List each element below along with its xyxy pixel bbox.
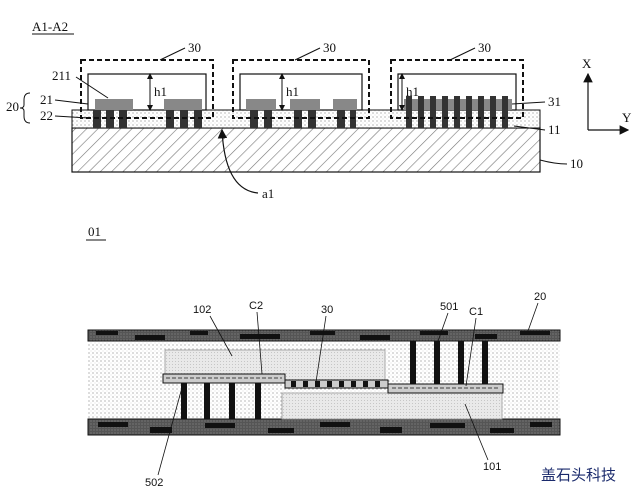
label-102: 102 (193, 304, 211, 316)
top-figure: A1-A2 h1 30 (6, 19, 632, 201)
module-3-dashed-outline (390, 59, 524, 119)
module-3: h1 30 (390, 40, 524, 128)
carrier-c2 (162, 373, 286, 384)
board-layer-bottom (87, 418, 561, 436)
label-10: 10 (570, 156, 583, 171)
bottom-figure: 01 (86, 224, 561, 489)
label-20: 20 (6, 99, 19, 114)
axis-indicator: X Y (582, 56, 632, 135)
axis-y-label: Y (622, 110, 632, 125)
label-20-bottom: 20 (534, 291, 546, 303)
component-101 (281, 392, 503, 420)
substrate-10 (71, 127, 541, 173)
module-2: h1 30 (232, 40, 370, 128)
section-label-a1a2: A1-A2 (32, 19, 68, 34)
label-a1: a1 (262, 186, 274, 201)
module-1-label: 30 (188, 40, 201, 55)
module-3-label: 30 (478, 40, 491, 55)
label-11: 11 (548, 122, 561, 137)
vias-501 (410, 341, 488, 384)
label-21: 21 (40, 92, 53, 107)
module-2-label: 30 (323, 40, 336, 55)
vias-502 (181, 383, 261, 419)
label-22: 22 (40, 108, 53, 123)
chip-row-30 (284, 379, 389, 389)
label-c2: C2 (249, 300, 263, 312)
module-2-height-label: h1 (286, 84, 299, 99)
watermark-text: 盖石头科技 (541, 466, 616, 484)
label-502: 502 (145, 477, 163, 489)
label-101: 101 (483, 461, 501, 473)
module-1-dashed-outline (80, 59, 214, 119)
axis-x-label: X (582, 56, 592, 71)
section-label-01: 01 (88, 224, 101, 239)
label-211: 211 (52, 68, 71, 83)
label-c1: C1 (469, 306, 483, 318)
module-1: h1 30 (80, 40, 214, 128)
module-1-height-label: h1 (154, 84, 167, 99)
module-2-dashed-outline (232, 59, 370, 119)
module-3-height-label: h1 (406, 84, 419, 99)
label-501: 501 (440, 301, 458, 313)
carrier-c1 (387, 383, 504, 394)
label-31: 31 (548, 94, 561, 109)
label-30: 30 (321, 304, 333, 316)
